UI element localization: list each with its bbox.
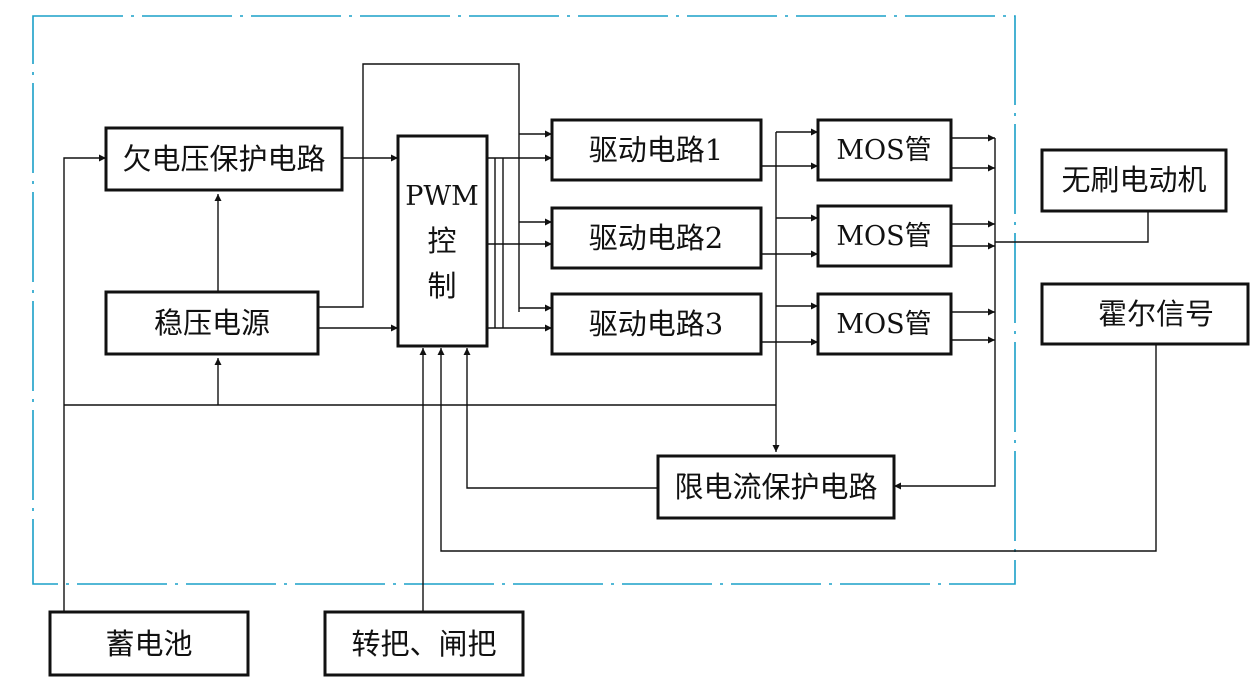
mos-2-label: MOS管 (836, 221, 931, 252)
throttle-brake-label: 转把、闸把 (351, 627, 496, 661)
driver-circuit-2-label: 驱动电路2 (589, 221, 723, 255)
wire-battery-to-undervoltage (63, 154, 106, 612)
connections (63, 63, 1157, 612)
current-limit-protection-label: 限电流保护电路 (674, 470, 877, 504)
driver-circuit-2-block: 驱动电路2 (550, 206, 763, 270)
undervoltage-protection-label: 欠电压保护电路 (122, 142, 325, 176)
pwm-label-line1: PWM (405, 181, 479, 212)
mos-2-block: MOS管 (816, 204, 953, 268)
brushless-motor-label: 无刷电动机 (1061, 163, 1206, 197)
wire-current-limit-to-pwm (463, 348, 658, 489)
battery-block: 蓄电池 (48, 610, 250, 677)
driver-circuit-3-label: 驱动电路3 (589, 307, 723, 341)
pwm-label-line2: 控 (427, 224, 456, 258)
voltage-regulator-label: 稳压电源 (154, 306, 270, 340)
brushless-motor-block: 无刷电动机 (1040, 148, 1228, 213)
pwm-label-line3: 制 (427, 269, 456, 303)
controller-boundary (32, 15, 1016, 585)
wire-mos-to-motor (995, 212, 1149, 243)
hall-signal-label: 霍尔信号 (1098, 297, 1214, 331)
wire-regulator-supply-to-drivers (318, 63, 520, 312)
mos-3-label: MOS管 (836, 309, 931, 340)
mos-1-block: MOS管 (816, 118, 953, 182)
undervoltage-protection-block: 欠电压保护电路 (104, 126, 344, 192)
hall-signal-block: 霍尔信号 (1040, 282, 1250, 346)
pwm-control-block: PWM 控 制 (396, 134, 489, 348)
wire-hall-to-pwm (437, 345, 1157, 552)
wire-mos-return-to-current-limit (894, 138, 996, 490)
current-limit-protection-block: 限电流保护电路 (656, 454, 896, 520)
mos-1-label: MOS管 (836, 135, 931, 166)
driver-circuit-3-block: 驱动电路3 (550, 292, 763, 356)
driver-circuit-1-label: 驱动电路1 (589, 133, 723, 167)
voltage-regulator-block: 稳压电源 (104, 290, 320, 356)
battery-label: 蓄电池 (105, 627, 192, 661)
throttle-brake-block: 转把、闸把 (323, 610, 525, 677)
mos-3-block: MOS管 (816, 292, 953, 356)
driver-circuit-1-block: 驱动电路1 (550, 118, 763, 182)
